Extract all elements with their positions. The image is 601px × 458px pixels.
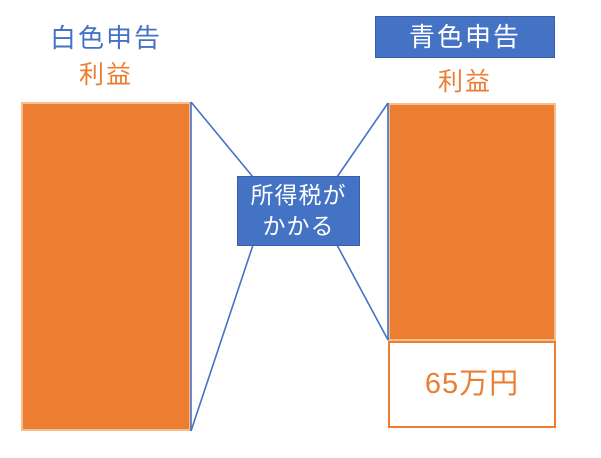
white-return-profit-label: 利益 <box>78 61 133 89</box>
blue-return-profit-label: 利益 <box>437 68 492 96</box>
connector-bottom-left <box>190 244 254 432</box>
connector-top-right <box>336 102 389 178</box>
connector-bottom-right <box>336 244 389 341</box>
income-tax-label-line2: かかる <box>262 213 335 239</box>
deduction-box: 65万円 <box>388 341 556 428</box>
income-tax-box: 所得税が かかる <box>237 176 360 246</box>
white-return-profit-bar <box>21 102 191 431</box>
blue-return-title: 青色申告 <box>375 16 555 58</box>
income-tax-label-line1: 所得税が <box>250 182 347 208</box>
blue-return-profit-bar <box>388 103 556 341</box>
connector-top-left <box>190 101 254 178</box>
white-return-title: 白色申告 <box>49 23 162 53</box>
